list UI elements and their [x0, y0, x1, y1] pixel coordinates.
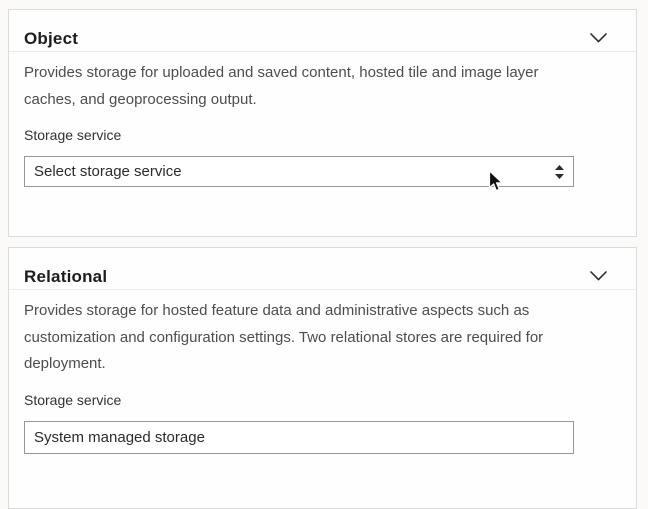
storage-panel-object: Object Provides storage for uploaded and… — [8, 9, 637, 237]
updown-arrows-icon — [555, 164, 564, 179]
panel-header-relational[interactable]: Relational — [9, 248, 636, 290]
panel-title: Relational — [24, 266, 108, 286]
collapse-button[interactable] — [590, 31, 607, 46]
storage-service-select[interactable]: Select storage service — [24, 156, 574, 187]
panel-description: Provides storage for uploaded and saved … — [24, 64, 539, 108]
panel-header-object[interactable]: Object — [9, 10, 636, 52]
panel-description: Provides storage for hosted feature data… — [24, 302, 544, 372]
storage-panel-relational: Relational Provides storage for hosted f… — [8, 247, 637, 509]
storage-service-label: Storage service — [24, 127, 122, 143]
storage-service-input[interactable]: System managed storage — [24, 420, 574, 454]
input-value: System managed storage — [34, 428, 205, 446]
select-value: Select storage service — [34, 163, 182, 180]
panel-title: Object — [24, 28, 79, 48]
chevron-down-icon — [590, 269, 607, 284]
chevron-down-icon — [590, 31, 607, 46]
storage-service-label: Storage service — [24, 391, 122, 408]
collapse-button[interactable] — [590, 269, 607, 284]
